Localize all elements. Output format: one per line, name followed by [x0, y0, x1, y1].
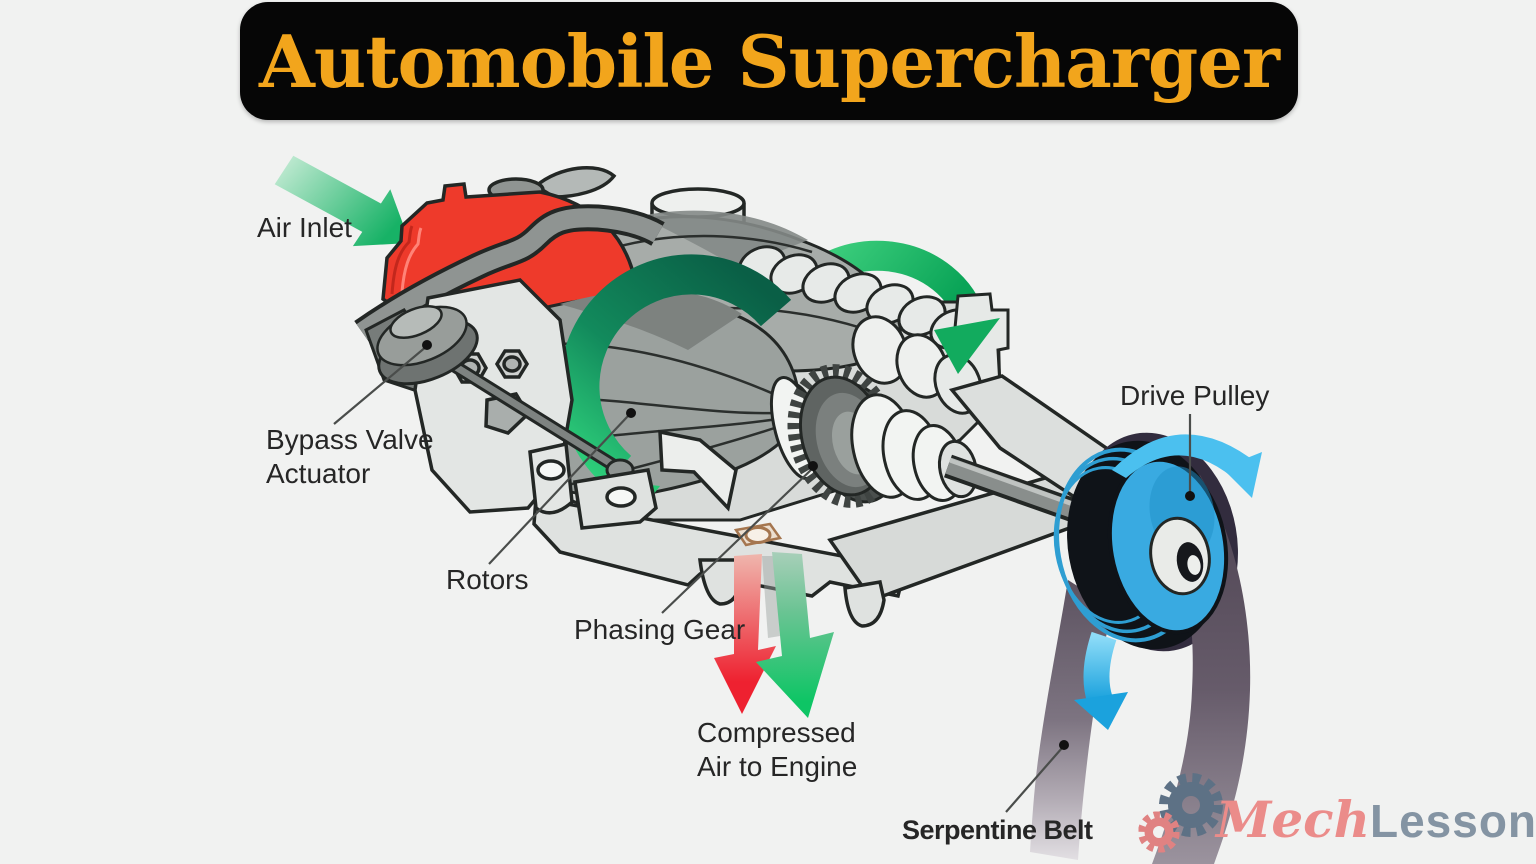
drive-pulley	[1053, 440, 1229, 650]
label-compressed-air: Compressed Air to Engine	[697, 716, 857, 783]
logo-text-mech: Mech	[1216, 790, 1370, 849]
page-title: Automobile Supercharger	[259, 18, 1280, 104]
leader-lines	[333, 345, 1192, 813]
label-compressed-line2: Air to Engine	[697, 750, 858, 782]
label-air-inlet: Air Inlet	[257, 212, 352, 243]
label-compressed-line1: Compressed	[697, 717, 856, 748]
mechlesson-logo: Mech Lesson	[1128, 768, 1536, 864]
logo-text-lesson: Lesson	[1369, 795, 1536, 847]
label-dots	[422, 340, 1195, 750]
green-down-arrow	[756, 552, 834, 718]
outlet-box	[733, 522, 783, 547]
compressed-air-arrows	[714, 552, 834, 718]
gear-small-icon	[1138, 811, 1180, 853]
mechlesson-wordmark: Mech Lesson	[1216, 790, 1536, 849]
label-drive-pulley: Drive Pulley	[1120, 380, 1270, 411]
gear-large-icon	[1159, 773, 1223, 837]
mechlesson-gears-icon	[1138, 773, 1223, 853]
shaft-collars	[850, 393, 979, 503]
bypass-valve-actuator	[376, 305, 635, 482]
label-rotors: Rotors	[446, 564, 529, 595]
title-banner: Automobile Supercharger	[240, 2, 1298, 120]
label-phasing-gear: Phasing Gear	[574, 614, 746, 645]
label-bypass-line1: Bypass Valve	[266, 424, 434, 455]
rotor-rotation-arrowhead	[934, 318, 1000, 374]
label-serpentine-belt: Serpentine Belt	[902, 815, 1093, 845]
label-bypass-valve-actuator: Bypass Valve Actuator	[266, 423, 434, 490]
label-bypass-line2: Actuator	[266, 457, 371, 489]
red-down-arrow	[714, 554, 776, 714]
pulley-rotation-arrow	[1112, 434, 1262, 498]
air-inlet-flow-arrow	[274, 155, 410, 247]
belt-direction-arrow	[1074, 631, 1128, 730]
